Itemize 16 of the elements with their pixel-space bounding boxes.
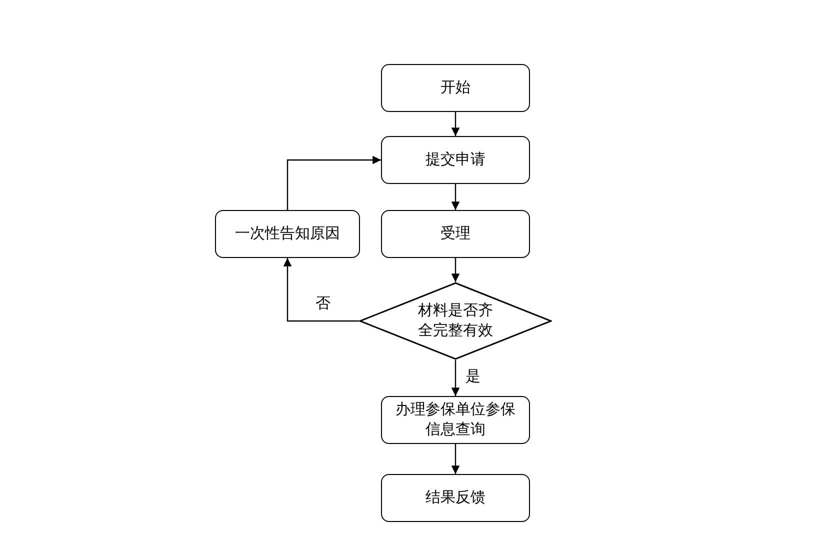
arrow [451,360,460,396]
arrow [283,258,359,322]
arrow [451,184,460,210]
process-box: 提交申请 [381,136,530,184]
decision-diamond: 材料是否齐全完整有效 [359,282,552,360]
edge-label: 否 [313,295,332,313]
arrow [451,112,460,136]
process-box: 结果反馈 [381,474,530,522]
edge-label: 是 [464,368,482,386]
arrow [451,444,460,474]
arrow [451,258,460,282]
process-box: 开始 [381,64,530,112]
process-box: 受理 [381,210,530,258]
arrow [286,156,381,210]
process-box: 一次性告知原因 [215,210,360,258]
process-box: 办理参保单位参保信息查询 [381,396,530,444]
